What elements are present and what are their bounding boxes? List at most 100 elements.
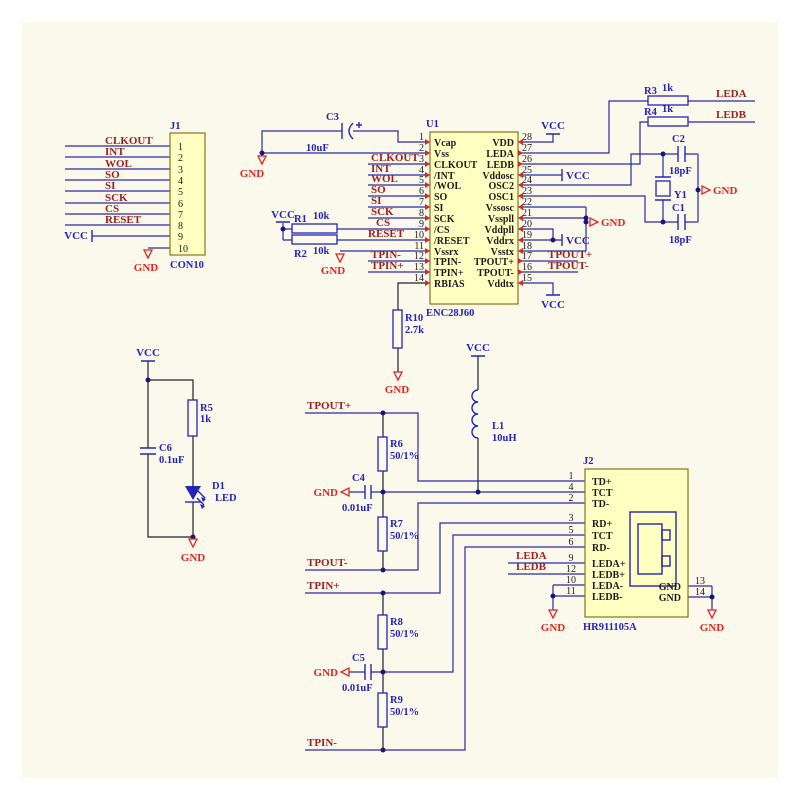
vcc-label-pullups: VCC xyxy=(271,209,295,221)
c6-refdes: C6 xyxy=(159,443,172,454)
u1-pin-1: 1 xyxy=(419,132,424,143)
u1-pin-7: 7 xyxy=(419,197,424,208)
gnd-label-vsspll: GND xyxy=(601,217,626,229)
u1-pin-3: 3 xyxy=(419,154,424,165)
vcc-label-vddosc: VCC xyxy=(566,170,590,182)
rj45-jack-icon xyxy=(629,511,677,587)
net-label-tpout-minus: TPOUT- xyxy=(307,557,348,569)
junction-dots xyxy=(145,150,715,753)
u1-pname-vdd: VDD xyxy=(492,138,514,149)
j1-pin-2: 2 xyxy=(178,153,183,164)
r6-value: 50/1% xyxy=(390,451,419,462)
net-label-tpin-plus: TPIN+ xyxy=(307,580,340,592)
net-label-ledb-j2: LEDB xyxy=(516,561,547,573)
capacitor-c4 xyxy=(364,485,372,499)
capacitor-c3 xyxy=(341,122,362,140)
u1-pin-24: 24 xyxy=(522,175,532,186)
r2-value: 10k xyxy=(313,246,330,257)
j2-pname-tdp: TD+ xyxy=(592,477,612,488)
u1-pin-8: 8 xyxy=(419,208,424,219)
r6-refdes: R6 xyxy=(390,439,403,450)
net-label-reset-u1: RESET xyxy=(368,228,405,240)
u1-pname-wol: /WOL xyxy=(433,181,462,192)
j1-pin-5: 5 xyxy=(178,187,183,198)
vcc-label-j1: VCC xyxy=(64,230,88,242)
u1-pname-si: SI xyxy=(434,203,444,214)
j1-pin-3: 3 xyxy=(178,165,183,176)
net-label-tpin-minus: TPIN- xyxy=(307,737,337,749)
u1-pin-19: 19 xyxy=(522,230,532,241)
j2-pin-6: 6 xyxy=(569,537,574,548)
c4-value: 0.01uF xyxy=(342,503,373,514)
c5-value: 0.01uF xyxy=(342,683,373,694)
rj45-jack-inner xyxy=(637,523,663,575)
net-label-sck-j1: SCK xyxy=(105,192,128,204)
led-d1-arrows xyxy=(196,490,206,506)
j2-pname-gnd14: GND xyxy=(659,593,681,604)
j2-pname-tdm: TD- xyxy=(592,499,609,510)
u1-pin-17: 17 xyxy=(522,251,532,262)
d1-refdes: D1 xyxy=(212,481,225,492)
u1-pin-25: 25 xyxy=(522,165,532,176)
r4-value: 1k xyxy=(662,104,673,115)
net-label-sck-u1: SCK xyxy=(371,206,394,218)
net-label-leda-j2: LEDA xyxy=(516,550,547,562)
j2-pin-14: 14 xyxy=(695,587,705,598)
j1-pin-10: 10 xyxy=(178,244,188,255)
r2-refdes: R2 xyxy=(294,249,307,260)
c2-value: 18pF xyxy=(669,166,692,177)
rj45-jack-tab-bottom xyxy=(661,555,671,567)
crystal-y1 xyxy=(655,176,671,201)
u1-pname-so: SO xyxy=(434,192,448,203)
j2-pin-13: 13 xyxy=(695,576,705,587)
u1-pin-10: 10 xyxy=(414,230,424,241)
u1-pname-vssosc: Vssosc xyxy=(486,203,515,214)
net-label-wol-u1: WOL xyxy=(371,173,398,185)
u1-pname-vddpll: Vddpll xyxy=(485,225,515,236)
j2-pname-ledbp: LEDB+ xyxy=(592,570,625,581)
r7-refdes: R7 xyxy=(390,519,403,530)
vcc-label-l1: VCC xyxy=(466,342,490,354)
j1-part-label: CON10 xyxy=(170,260,204,271)
u1-pin-5: 5 xyxy=(419,175,424,186)
j2-pin-12: 12 xyxy=(566,564,576,575)
net-label-clkout-j1: CLKOUT xyxy=(105,135,153,147)
u1-pname-int: /INT xyxy=(433,171,455,182)
net-label-tpout-plus: TPOUT+ xyxy=(307,400,351,412)
u1-pname-reset: /RESET xyxy=(433,236,470,247)
net-label-int-j1: INT xyxy=(105,146,125,158)
capacitor-c5 xyxy=(364,664,372,680)
resistor-r1-body xyxy=(291,223,338,234)
net-label-int-u1: INT xyxy=(371,163,391,175)
led-d1-arrowheads xyxy=(200,497,206,509)
c2-refdes: C2 xyxy=(672,134,685,145)
net-label-tpin-plus-u1: TPIN+ xyxy=(371,260,404,272)
j1-pin-8: 8 xyxy=(178,221,183,232)
gnd-symbols xyxy=(142,155,718,678)
u1-pname-vssrx: Vssrx xyxy=(434,247,458,258)
u1-part-label: ENC28J60 xyxy=(426,308,474,319)
connector-j2-body xyxy=(584,468,689,618)
j2-pin-5: 5 xyxy=(569,525,574,536)
gnd-label-led: GND xyxy=(181,552,206,564)
j2-pname-ledbm: LEDB- xyxy=(592,592,623,603)
u1-pin-11: 11 xyxy=(414,241,424,252)
u1-pin-26: 26 xyxy=(522,154,532,165)
gnd-label-crystal: GND xyxy=(713,185,738,197)
resistor-r6-body xyxy=(377,436,388,472)
j2-pin-2: 2 xyxy=(569,493,574,504)
j1-pin-7: 7 xyxy=(178,210,183,221)
capacitor-c6 xyxy=(140,447,156,455)
u1-pin-18: 18 xyxy=(522,241,532,252)
u1-pname-vsspll: Vsspll xyxy=(488,214,514,225)
vcc-label-vddrx: VCC xyxy=(566,235,590,247)
c1-value: 18pF xyxy=(669,235,692,246)
u1-pname-sck: SCK xyxy=(434,214,455,225)
resistor-r3-body xyxy=(647,95,689,106)
u1-pname-tpin-minus: TPIN- xyxy=(434,257,461,268)
j2-pin-4: 4 xyxy=(569,482,574,493)
resistor-r10-body xyxy=(392,309,403,349)
net-label-tpout-plus-u1: TPOUT+ xyxy=(548,249,592,261)
capacitor-c1 xyxy=(677,214,686,230)
u1-pname-leda: LEDA xyxy=(486,149,515,160)
